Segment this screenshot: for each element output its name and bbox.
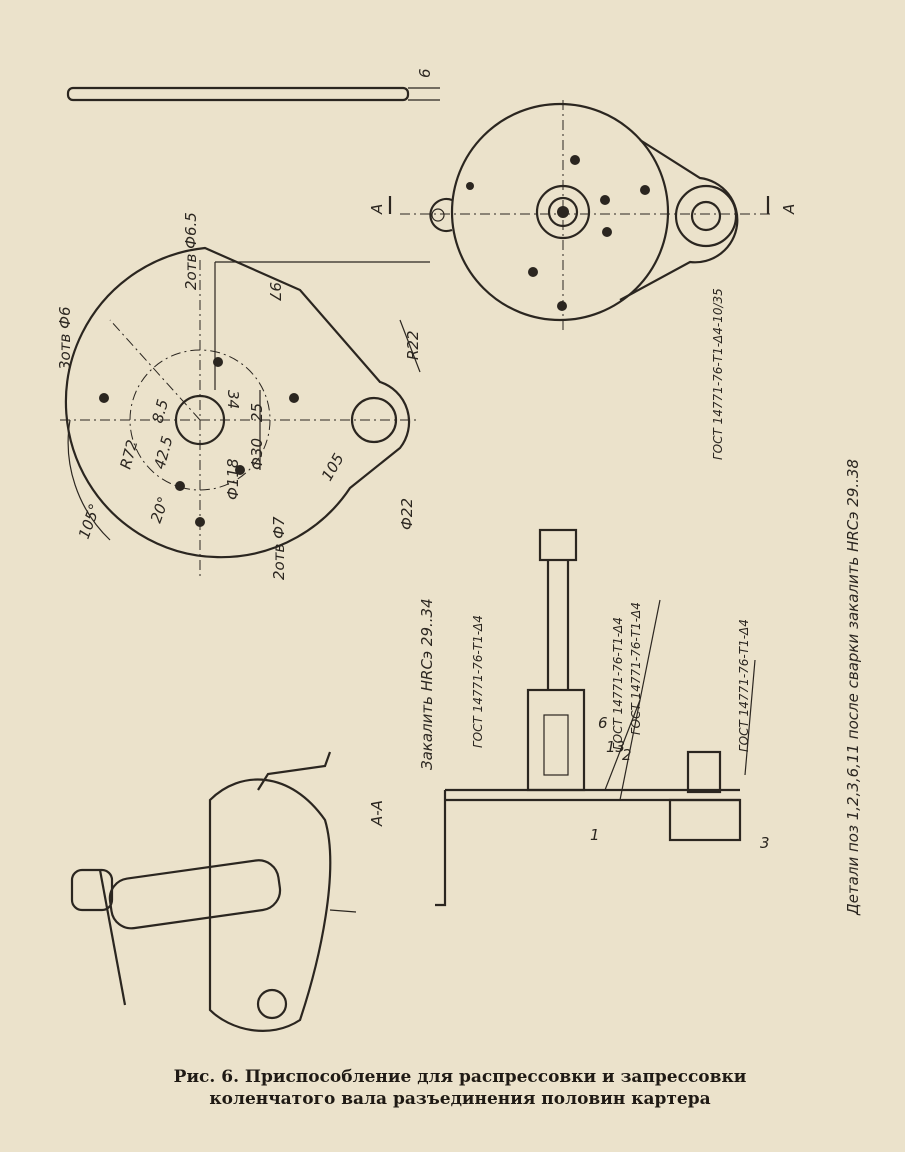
leader bbox=[604, 699, 641, 791]
caption-line-1: Рис. 6. Приспособление для распрессовки … bbox=[173, 1067, 747, 1087]
leader bbox=[744, 659, 756, 776]
boss-top bbox=[686, 750, 722, 794]
edge-view: 6 bbox=[66, 68, 440, 102]
dim-25-label: 25 bbox=[248, 403, 266, 422]
hole-6 bbox=[289, 393, 299, 403]
hole-top bbox=[602, 227, 612, 237]
device-knob bbox=[70, 868, 114, 912]
device-hook bbox=[257, 751, 332, 791]
boss-bottom bbox=[668, 798, 742, 842]
side-note: Детали поз 1,2,3,6,11 после сварки закал… bbox=[844, 459, 862, 916]
device-nut bbox=[256, 988, 288, 1020]
hole-7 bbox=[235, 465, 245, 475]
angle-105-label: 105° bbox=[75, 501, 104, 541]
figure-caption: Рис. 6. Приспособление для распрессовки … bbox=[150, 1066, 770, 1110]
section-label: А-А bbox=[368, 800, 386, 827]
dim-6-label: 6 bbox=[416, 68, 434, 78]
tab-leg bbox=[435, 790, 447, 907]
holes-65-label: 2отв Ф6.5 bbox=[182, 212, 200, 290]
hole-6 bbox=[99, 393, 109, 403]
dim-22-label: Ф22 bbox=[398, 498, 416, 530]
hole-top bbox=[466, 182, 474, 190]
screw-head bbox=[538, 528, 578, 562]
gost-plan-note: ГОСТ 14771-76-Т1-Δ4 bbox=[471, 615, 485, 748]
gost-2: ГОСТ 14771-76-Т1-Δ4 bbox=[629, 602, 643, 735]
device-handle bbox=[98, 869, 127, 1006]
holes-6-label: 3отв Ф6 bbox=[56, 306, 74, 370]
top-view: А А ГОСТ 14771-76-Т1-Δ4-10/35 bbox=[368, 100, 798, 460]
section-a-right: А bbox=[780, 204, 798, 215]
section-view: А-А ГОСТ 14771-76-Т1-Δ4 ГОСТ 14771-76-Т1… bbox=[368, 528, 770, 907]
angle-20-label: 20° bbox=[147, 494, 173, 525]
hole-top bbox=[528, 267, 538, 277]
tab-left bbox=[429, 197, 453, 233]
harden-note: Закалить HRCэ 29..34 bbox=[418, 598, 436, 770]
dim-r72-label: R72 bbox=[116, 438, 141, 471]
dim-85-label: 8.5 bbox=[148, 397, 172, 425]
dim-line-r22 bbox=[399, 319, 421, 373]
part-1: 1 bbox=[590, 826, 600, 844]
part-13: 13 bbox=[606, 738, 625, 756]
hole-7 bbox=[195, 517, 205, 527]
part-2: 2 bbox=[622, 746, 632, 764]
dim-118-label: Ф118 bbox=[224, 458, 242, 500]
dim-425-label: 42.5 bbox=[150, 434, 176, 471]
gost-weld-note: ГОСТ 14771-76-Т1-Δ4-10/35 bbox=[711, 288, 725, 460]
device-barrel bbox=[108, 859, 282, 930]
screw-nut bbox=[543, 714, 569, 776]
hole-top bbox=[557, 301, 567, 311]
tab-hole bbox=[431, 208, 445, 222]
ear-bore bbox=[690, 200, 722, 232]
hole-top bbox=[570, 155, 580, 165]
plate-outline bbox=[64, 246, 411, 559]
leader bbox=[619, 599, 661, 801]
gost-1: ГОСТ 14771-76-Т1-Δ4 bbox=[611, 617, 625, 750]
hole-top bbox=[600, 195, 610, 205]
hole-top bbox=[640, 185, 650, 195]
part-3: 3 bbox=[760, 834, 770, 852]
dim-r22-label: R22 bbox=[404, 330, 422, 360]
hole-6 bbox=[175, 481, 185, 491]
plate-ear bbox=[619, 139, 739, 301]
plan-view: 3отв Ф6 2отв Ф6.5 2отв Ф7 97 R22 R72 8.5… bbox=[56, 212, 485, 770]
part-6: 6 bbox=[598, 714, 608, 732]
dim-97-label: 97 bbox=[266, 282, 284, 302]
plate-edge bbox=[66, 86, 410, 102]
dim-30-label: Ф30 bbox=[248, 438, 266, 470]
screw-body bbox=[526, 688, 586, 792]
device-disc bbox=[208, 778, 332, 1032]
dim-105-label: 105 bbox=[318, 450, 348, 484]
section-a-left: А bbox=[368, 204, 386, 215]
holes-7-label: 2отв Ф7 bbox=[270, 516, 288, 580]
centerline-diag bbox=[109, 319, 201, 421]
plate-disc bbox=[450, 102, 670, 322]
dim-34-label: 34 bbox=[224, 390, 242, 409]
device-pin bbox=[329, 909, 357, 913]
angle-arc bbox=[67, 419, 111, 541]
hub-bore bbox=[557, 206, 569, 218]
caption-line-2: коленчатого вала разъединения половин ка… bbox=[209, 1089, 711, 1109]
ear-boss bbox=[674, 184, 738, 248]
gost-3: ГОСТ 14771-76-Т1-Δ4 bbox=[737, 619, 751, 752]
isometric-sketch bbox=[70, 751, 357, 1032]
